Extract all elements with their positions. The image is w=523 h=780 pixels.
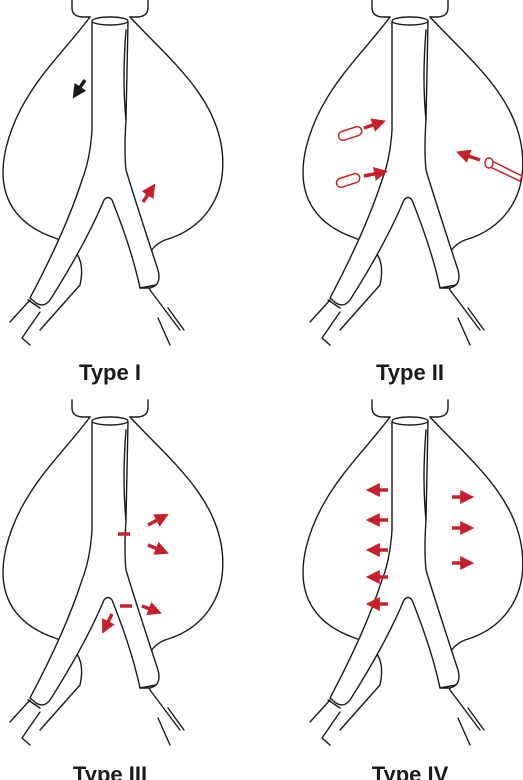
panel-type-1: Type I — [3, 0, 223, 385]
aneurysm-graft-illustration — [303, 400, 523, 745]
panel-type-2: Type II — [303, 0, 523, 385]
panel-caption: Type III — [73, 762, 147, 780]
aneurysm-graft-illustration — [3, 0, 223, 345]
aneurysm-graft-illustration — [3, 400, 223, 745]
panel-caption: Type IV — [372, 762, 449, 780]
endoleak-arrow — [143, 187, 153, 202]
branch-flow-arrow — [364, 172, 384, 176]
aneurysm-graft-illustration — [303, 0, 523, 345]
panel-caption: Type I — [79, 360, 141, 385]
panel-type-3: Type III — [3, 400, 223, 780]
junction-leak-arrow — [142, 606, 158, 612]
junction-leak-arrow — [104, 614, 112, 630]
panel-caption: Type II — [376, 360, 444, 385]
panel-type-4: Type IV — [303, 400, 523, 780]
